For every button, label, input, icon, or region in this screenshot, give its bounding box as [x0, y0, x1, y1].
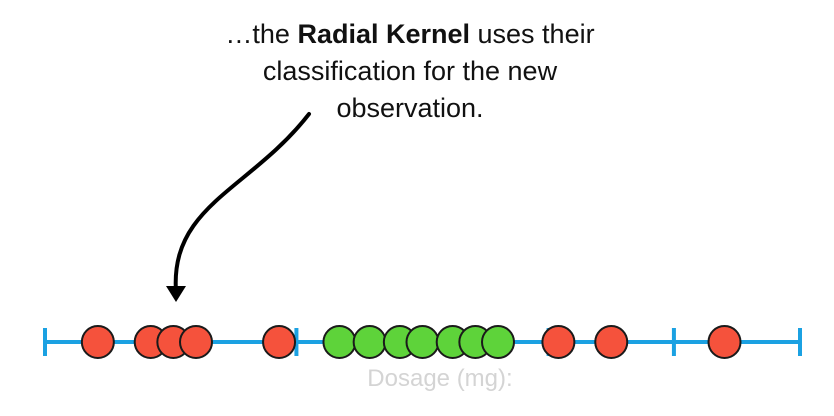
red-observation-point-0: [80, 325, 115, 359]
annotation-line-3: observation.: [336, 93, 484, 123]
axis-label: Dosage (mg):: [367, 365, 513, 392]
green-observation-point-6: [352, 325, 387, 359]
red-observation-point-12: [541, 325, 576, 359]
annotation-text: …the Radial Kernel uses their classifica…: [170, 16, 650, 127]
red-observation-point-4: [262, 325, 297, 359]
annotation-arrow: [173, 112, 311, 294]
green-observation-point-8: [405, 325, 440, 359]
annotation-bold-term: Radial Kernel: [297, 19, 471, 49]
green-observation-point-11: [481, 325, 515, 359]
red-observation-point-14: [707, 325, 742, 359]
annotation-line-1-suffix: uses their: [470, 19, 595, 49]
annotation-prefix: …the: [225, 19, 298, 49]
red-observation-point-13: [594, 325, 629, 359]
red-observation-point-3: [179, 325, 213, 359]
data-points: [80, 325, 742, 359]
green-observation-point-5: [322, 325, 357, 359]
annotation-line-1: …the Radial Kernel uses their: [170, 16, 650, 53]
annotation-line-2: classification for the new: [262, 56, 558, 86]
annotation-arrow-head: [166, 286, 186, 302]
